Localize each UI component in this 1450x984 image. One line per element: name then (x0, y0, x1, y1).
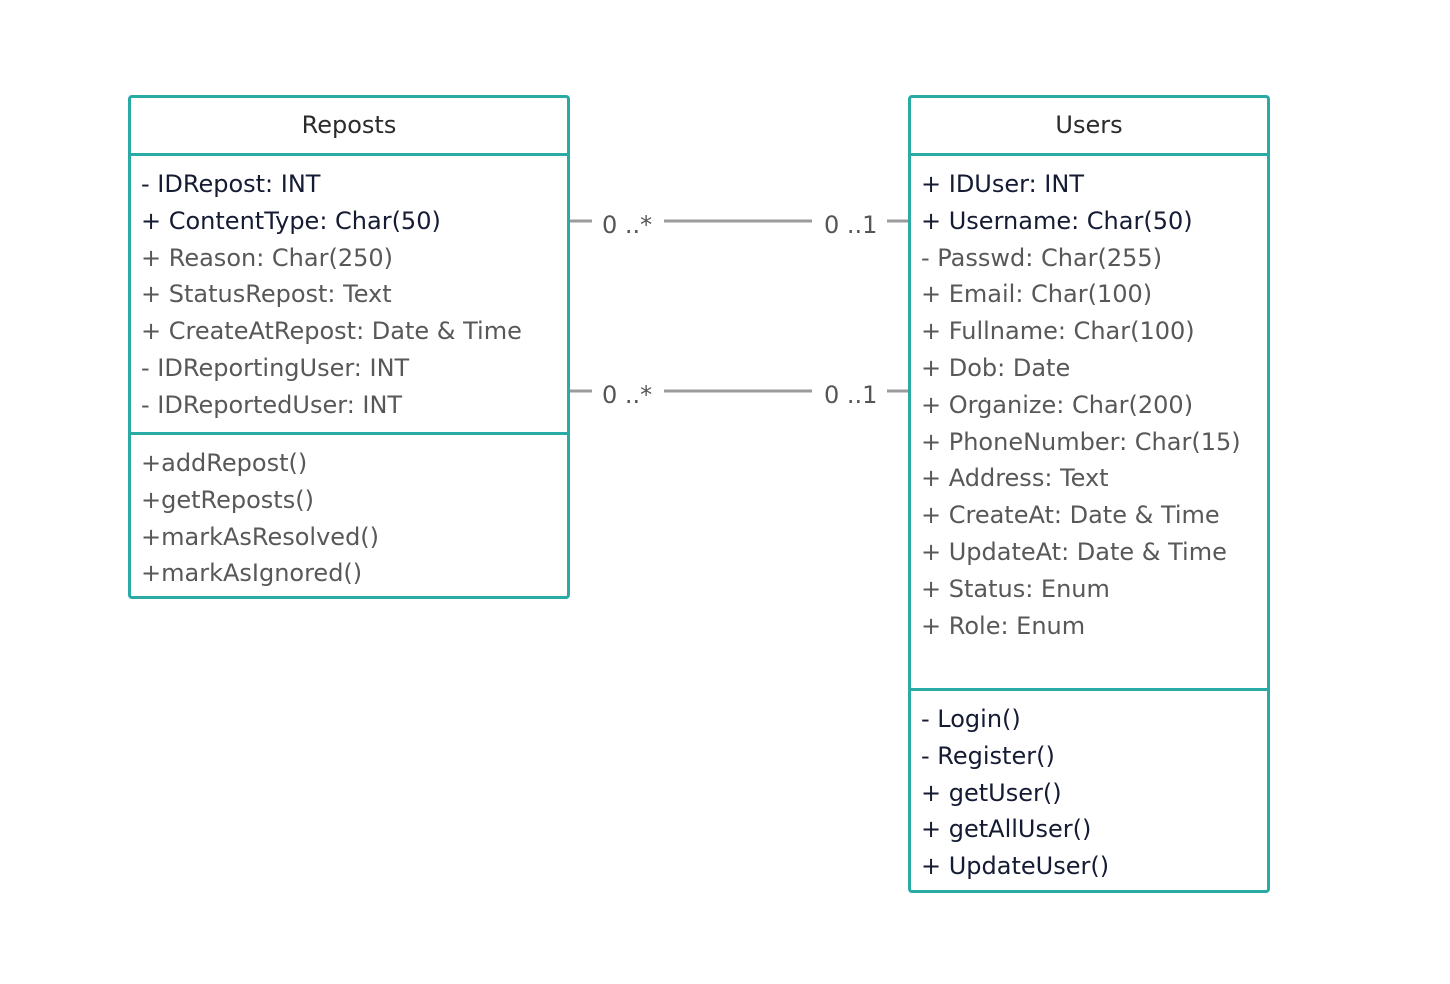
method-row: - Register() (921, 741, 1055, 770)
multiplicity-source-2: 0 ..* (592, 381, 665, 409)
attribute-row: + Address: Text (921, 464, 1109, 493)
method-row: +markAsResolved() (141, 522, 380, 551)
class-users[interactable]: Users + IDUser: INT + Username: Char(50)… (908, 95, 1270, 893)
method-row: +addRepost() (141, 449, 308, 477)
attribute-row: + Dob: Date (921, 353, 1071, 382)
attributes-section: - IDRepost: INT + ContentType: Char(50) … (131, 156, 567, 435)
attribute-row: + Organize: Char(200) (921, 390, 1194, 419)
attribute-row: + UpdateAt: Date & Time (921, 537, 1227, 566)
class-reposts[interactable]: Reposts - IDRepost: INT + ContentType: C… (128, 95, 570, 599)
attribute-row: + PhoneNumber: Char(15) (921, 427, 1241, 456)
attribute-row: + Fullname: Char(100) (921, 317, 1195, 346)
attribute-row: - IDRepost: INT (141, 170, 321, 198)
attribute-row: + Status: Enum (921, 574, 1110, 603)
attribute-row: - IDReportingUser: INT (141, 353, 410, 382)
class-title: Reposts (131, 98, 567, 156)
class-title: Users (911, 98, 1267, 156)
multiplicity-source-1: 0 ..* (592, 211, 665, 239)
methods-section: - Login() - Register() + getUser() + get… (911, 691, 1267, 891)
attribute-row: + CreateAt: Date & Time (921, 501, 1220, 530)
attribute-row: + CreateAtRepost: Date & Time (141, 317, 522, 346)
attribute-row: + Role: Enum (921, 611, 1086, 640)
attribute-row: + Email: Char(100) (921, 280, 1153, 309)
multiplicity-target-1: 0 ..1 (812, 211, 888, 239)
attribute-row: + StatusRepost: Text (141, 280, 392, 309)
method-row: - Login() (921, 705, 1021, 733)
method-row: +getReposts() (141, 485, 314, 514)
attribute-row: - IDReportedUser: INT (141, 390, 403, 419)
attributes-section: + IDUser: INT + Username: Char(50) - Pas… (911, 156, 1267, 691)
method-row: + UpdateUser() (921, 852, 1110, 881)
attribute-row: + IDUser: INT (921, 170, 1084, 198)
method-row: + getUser() (921, 778, 1062, 807)
method-row: +markAsIgnored() (141, 559, 363, 588)
attribute-row: + ContentType: Char(50) (141, 206, 441, 235)
attribute-row: - Passwd: Char(255) (921, 243, 1163, 272)
method-row: + getAllUser() (921, 815, 1092, 844)
multiplicity-target-2: 0 ..1 (812, 381, 888, 409)
attribute-row: + Reason: Char(250) (141, 243, 393, 272)
attribute-row: + Username: Char(50) (921, 206, 1193, 235)
methods-section: +addRepost() +getReposts() +markAsResolv… (131, 435, 567, 598)
